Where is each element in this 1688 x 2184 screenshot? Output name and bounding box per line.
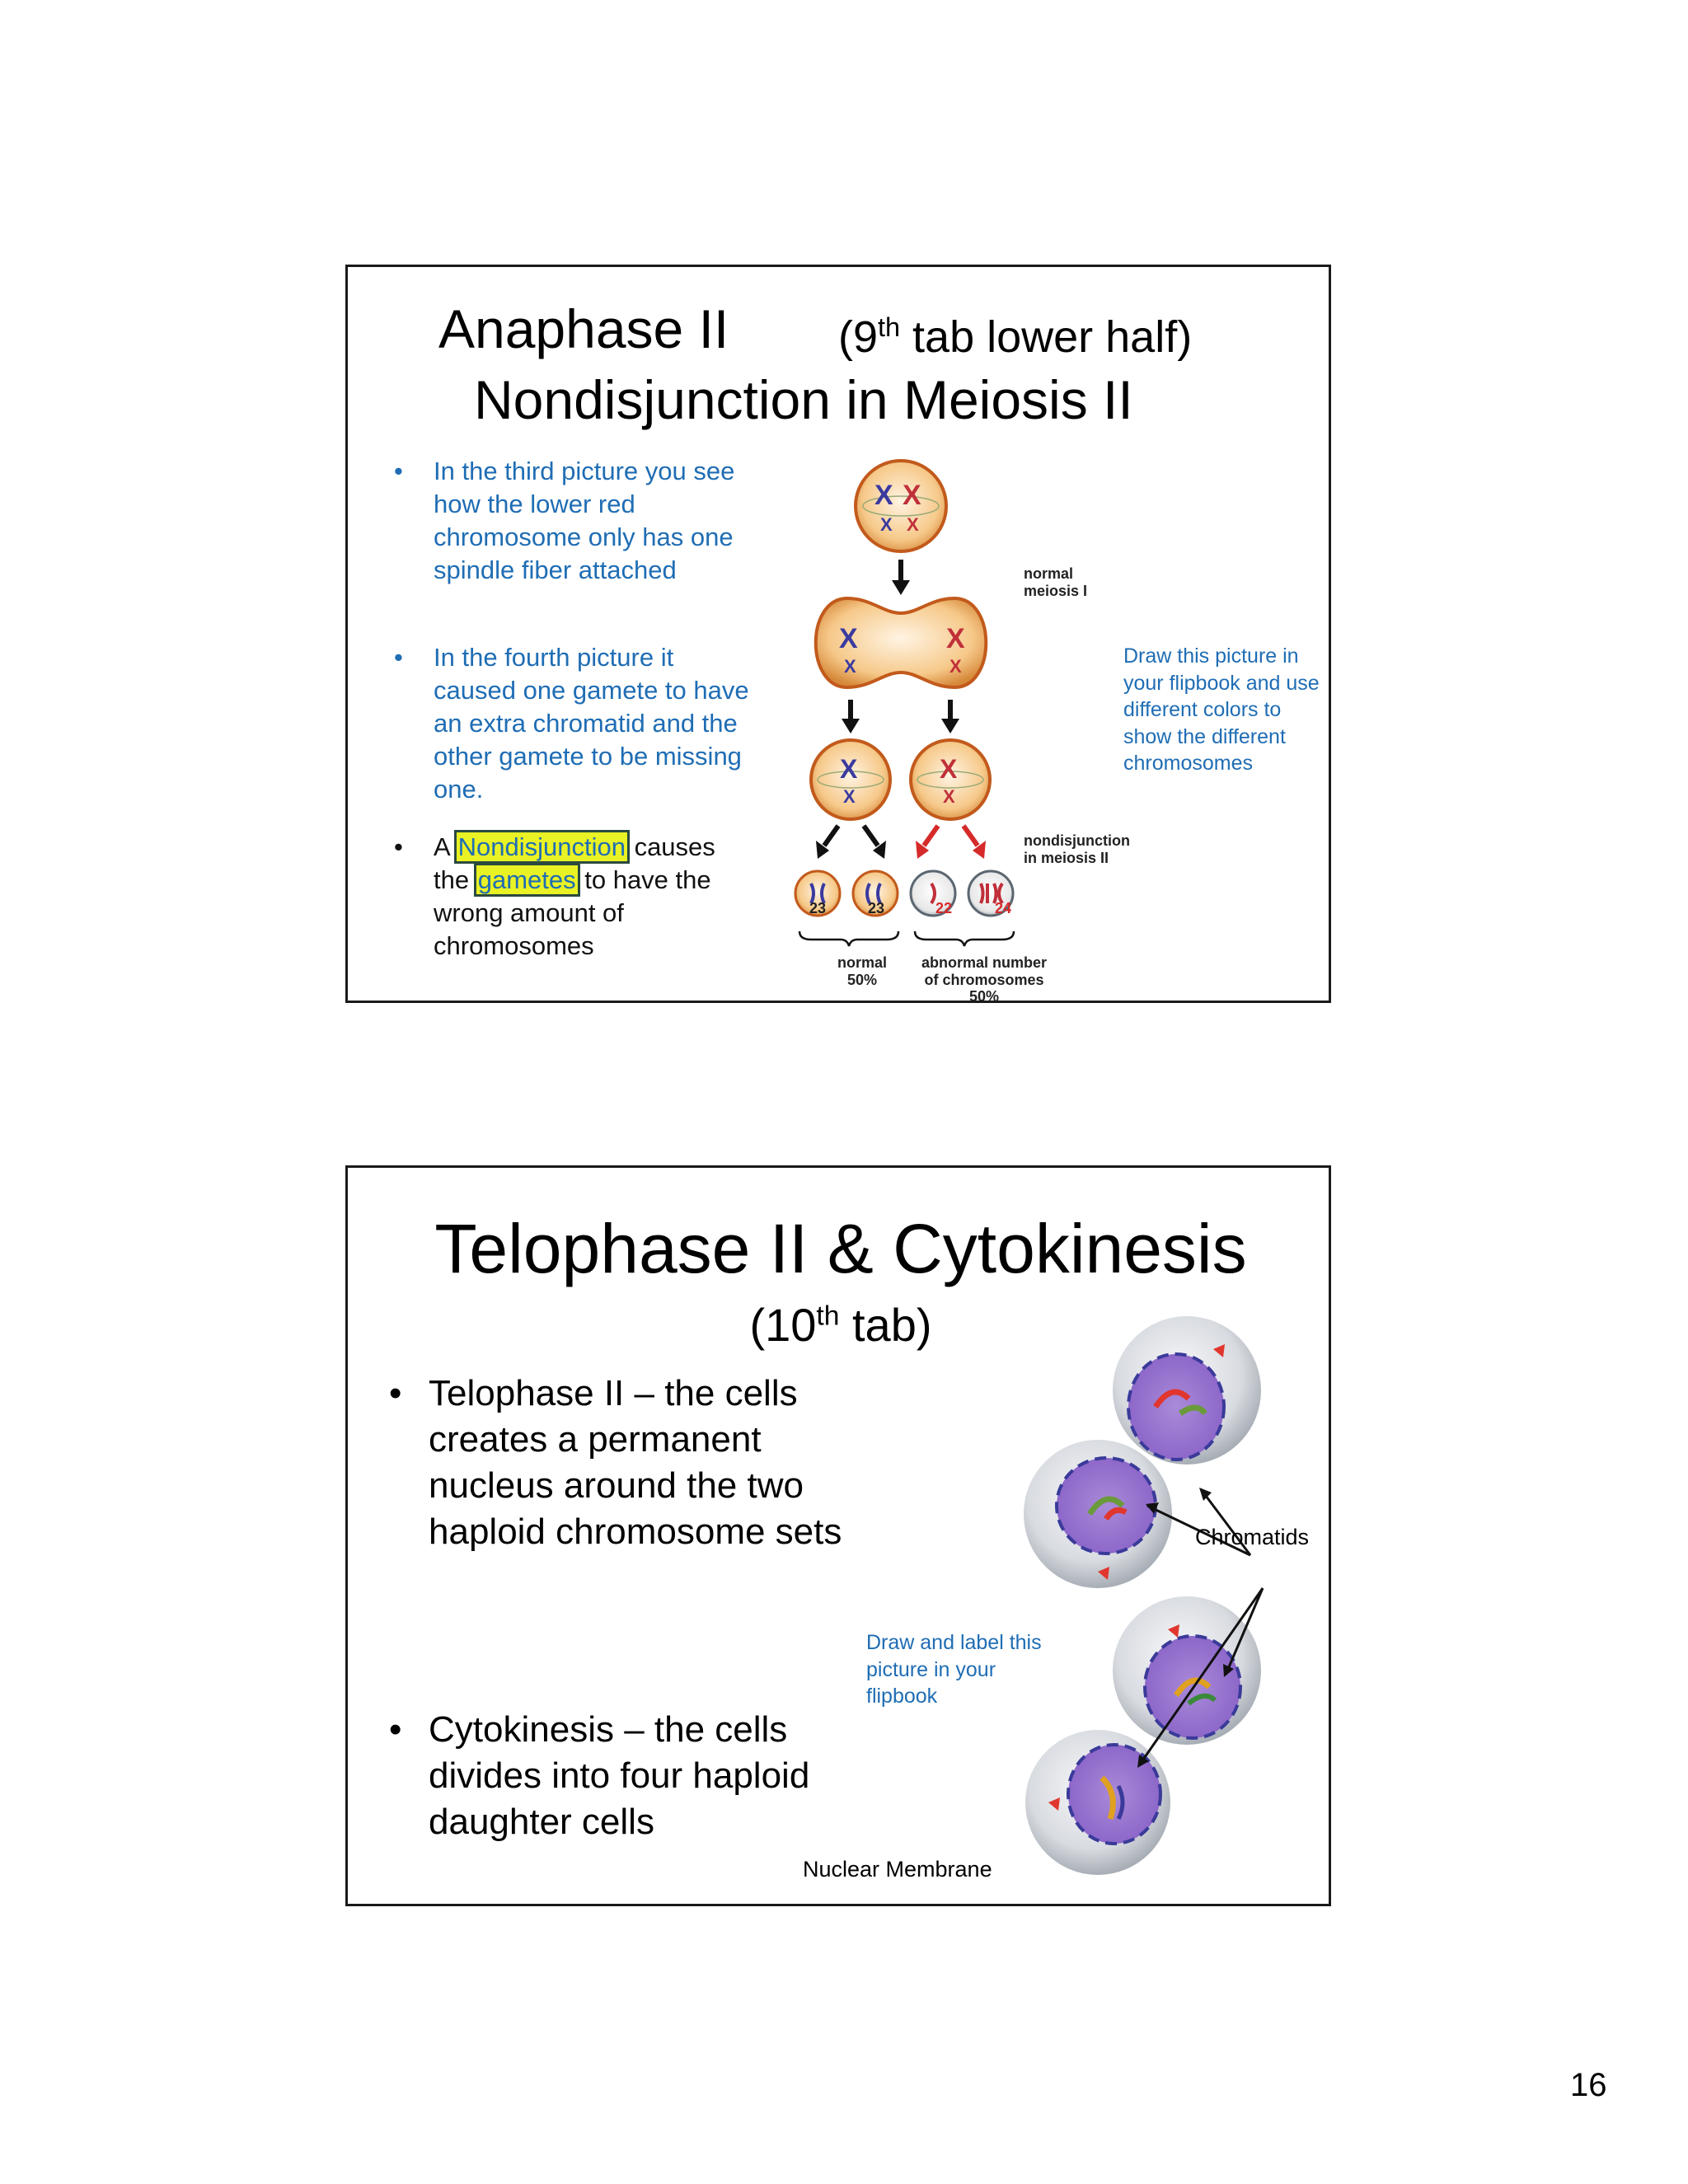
svg-text:X: X xyxy=(907,514,919,535)
slide2-subtitle: (10th tab) xyxy=(749,1299,932,1351)
brace-normal xyxy=(798,930,900,947)
chromatid-arrowheads xyxy=(1137,1488,1234,1768)
cell-3 xyxy=(1113,1596,1261,1745)
highlight-nondisjunction: Nondisjunction xyxy=(453,830,630,864)
slide1-bullets-3: •A Nondisjunction causes the gametes to … xyxy=(394,830,757,963)
cell-meiosis2-right: X X xyxy=(909,738,992,821)
count-a: 23 xyxy=(809,900,827,916)
nondisjunction-diagram: X X X X X X X X xyxy=(794,459,1015,947)
arrows-gametes-normal xyxy=(816,824,886,859)
gamete-3 xyxy=(909,869,957,917)
label-normal-50: normal 50% xyxy=(837,954,887,988)
gamete-1 xyxy=(794,869,842,917)
cell-meiosis2-left: X X xyxy=(809,738,892,821)
count-d: 24 xyxy=(995,900,1012,916)
svg-text:X: X xyxy=(950,656,962,677)
svg-text:X: X xyxy=(843,786,856,807)
svg-text:X: X xyxy=(839,623,858,654)
cell-1 xyxy=(1113,1316,1261,1465)
count-c: 22 xyxy=(935,900,953,916)
highlight-gametes: gametes xyxy=(473,863,580,897)
arrow-down-left xyxy=(842,700,860,733)
slide2-bullet-2: •Cytokinesis – the cells divides into fo… xyxy=(389,1709,810,1842)
label-abnormal-50: abnormal number of chromosomes 50% xyxy=(921,954,1048,1005)
svg-text:X: X xyxy=(880,514,893,535)
slide-telophase-ii: Telophase II & Cytokinesis (10th tab) •T… xyxy=(345,1165,1331,1906)
label-nuclear-membrane: Nuclear Membrane xyxy=(803,1857,992,1882)
slide1-bullets-2: •In the fourth picture it caused one gam… xyxy=(394,641,757,806)
cell-top: X X X X xyxy=(854,459,948,553)
page-number: 16 xyxy=(1570,2067,1607,2103)
chromatid-arrows xyxy=(1137,1488,1264,1766)
arrows-gametes-abnormal xyxy=(916,824,986,859)
svg-text:X: X xyxy=(943,786,955,807)
arrow-down-right xyxy=(941,700,959,733)
slide2-bullets-2: •Cytokinesis – the cells divides into fo… xyxy=(389,1707,851,1845)
svg-text:X: X xyxy=(946,623,965,654)
label-nondisjunction-meiosis-ii: nondisjunction in meiosis II xyxy=(1024,832,1130,866)
slide1-bullet-1: •In the third picture you see how the lo… xyxy=(394,457,735,584)
slide2-title: Telophase II & Cytokinesis xyxy=(434,1210,1247,1287)
slide1-instruction: Draw this picture in your flipbook and u… xyxy=(1123,644,1320,775)
slide-anaphase-ii: Anaphase II (9th tab lower half) Nondisj… xyxy=(345,265,1331,1005)
slide1-bullets: •In the third picture you see how the lo… xyxy=(394,455,757,587)
slide2-bullets: •Telophase II – the cells creates a perm… xyxy=(389,1371,851,1555)
label-chromatids: Chromatids xyxy=(1195,1525,1310,1549)
telophase-cells-illustration xyxy=(1024,1316,1264,1875)
slide1-bullet-2: •In the fourth picture it caused one gam… xyxy=(394,643,749,804)
slide1-bullet-3: •A Nondisjunction causes the gametes to … xyxy=(394,830,715,960)
count-b: 23 xyxy=(868,900,885,916)
svg-text:X: X xyxy=(874,480,893,511)
svg-text:X: X xyxy=(903,480,921,511)
svg-text:X: X xyxy=(840,754,858,784)
arrow-down-1 xyxy=(892,560,910,595)
label-normal-meiosis-i: normal meiosis I xyxy=(1024,565,1088,599)
cell-dividing: X X X X xyxy=(814,596,988,690)
brace-abnormal xyxy=(913,930,1015,947)
gamete-4 xyxy=(967,869,1015,917)
slide1-title-main: Anaphase II xyxy=(438,298,729,359)
svg-text:X: X xyxy=(844,656,856,677)
cell-2 xyxy=(1024,1440,1172,1588)
slide2-bullet-1: •Telophase II – the cells creates a perm… xyxy=(389,1373,842,1552)
slide1-title-tab: (9th tab lower half) xyxy=(838,312,1193,362)
gamete-2 xyxy=(851,869,899,917)
slide1-title-line2: Nondisjunction in Meiosis II xyxy=(474,369,1133,430)
slide2-instruction: Draw and label this picture in your flip… xyxy=(866,1631,1042,1708)
slide1-title: Anaphase II xyxy=(438,298,729,361)
cell-4 xyxy=(1025,1730,1170,1875)
svg-text:X: X xyxy=(940,754,958,784)
